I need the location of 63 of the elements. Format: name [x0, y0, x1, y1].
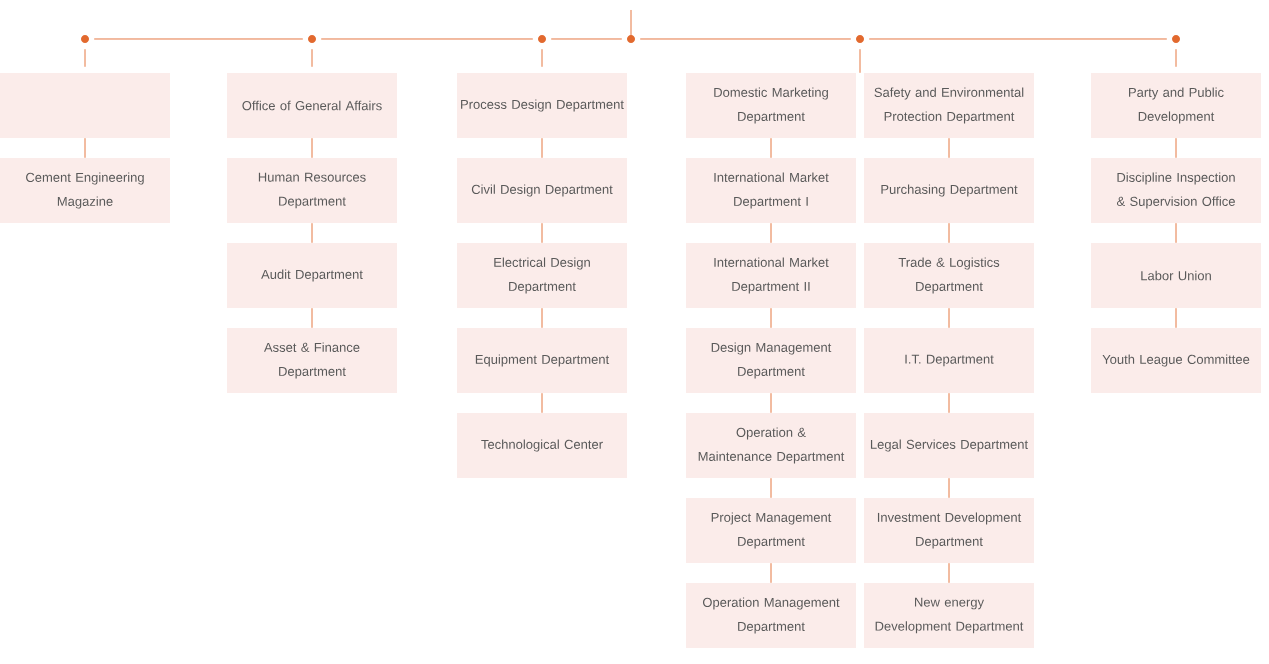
department-box: New energy Development Department	[864, 583, 1034, 648]
connector-line	[311, 307, 313, 329]
connector-line	[311, 137, 313, 159]
connector-line	[1175, 48, 1177, 68]
department-box	[0, 73, 170, 138]
connector-line	[311, 222, 313, 244]
department-box: Operation & Maintenance Department	[686, 413, 856, 478]
connector-line	[84, 48, 86, 68]
connector-line	[948, 137, 950, 159]
department-box: Labor Union	[1091, 243, 1261, 308]
connector-line	[1175, 307, 1177, 329]
department-box: Operation Management Department	[686, 583, 856, 648]
department-box: Project Management Department	[686, 498, 856, 563]
department-box: International Market Department II	[686, 243, 856, 308]
connector-line	[630, 9, 632, 38]
connector-line	[320, 38, 534, 40]
department-box: Process Design Department	[457, 73, 627, 138]
connector-line	[541, 392, 543, 414]
department-box: Discipline Inspection & Supervision Office	[1091, 158, 1261, 223]
connector-line	[311, 48, 313, 68]
department-box: Investment Development Department	[864, 498, 1034, 563]
department-box: Purchasing Department	[864, 158, 1034, 223]
connector-line	[541, 307, 543, 329]
department-box: Youth League Committee	[1091, 328, 1261, 393]
department-box: Technological Center	[457, 413, 627, 478]
department-box: Domestic Marketing Department	[686, 73, 856, 138]
department-box: Cement Engineering Magazine	[0, 158, 170, 223]
department-box: Human Resources Department	[227, 158, 397, 223]
department-box: Safety and Environmental Protection Department	[864, 73, 1034, 138]
department-box: International Market Department I	[686, 158, 856, 223]
connector-line	[93, 38, 304, 40]
connector-line	[770, 477, 772, 499]
department-box: Design Management Department	[686, 328, 856, 393]
department-box: Equipment Department	[457, 328, 627, 393]
department-box: I.T. Department	[864, 328, 1034, 393]
connector-line	[541, 222, 543, 244]
connector-line	[948, 307, 950, 329]
department-box: Civil Design Department	[457, 158, 627, 223]
connector-line	[1175, 222, 1177, 244]
department-box: Party and Public Development	[1091, 73, 1261, 138]
connector-line	[770, 307, 772, 329]
connector-line	[948, 477, 950, 499]
connector-line	[770, 222, 772, 244]
connector-line	[859, 48, 861, 74]
department-box: Electrical Design Department	[457, 243, 627, 308]
connector-line	[541, 137, 543, 159]
connector-line	[948, 392, 950, 414]
connector-line	[541, 48, 543, 68]
department-box: Asset & Finance Department	[227, 328, 397, 393]
connector-line	[770, 137, 772, 159]
department-box: Office of General Affairs	[227, 73, 397, 138]
department-box: Audit Department	[227, 243, 397, 308]
connector-line	[84, 137, 86, 159]
connector-line	[550, 38, 623, 40]
department-box: Trade & Logistics Department	[864, 243, 1034, 308]
connector-line	[770, 392, 772, 414]
connector-line	[1175, 137, 1177, 159]
connector-line	[770, 562, 772, 584]
department-box: Legal Services Department	[864, 413, 1034, 478]
connector-line	[948, 222, 950, 244]
connector-line	[948, 562, 950, 584]
connector-line	[639, 38, 852, 40]
connector-line	[868, 38, 1168, 40]
